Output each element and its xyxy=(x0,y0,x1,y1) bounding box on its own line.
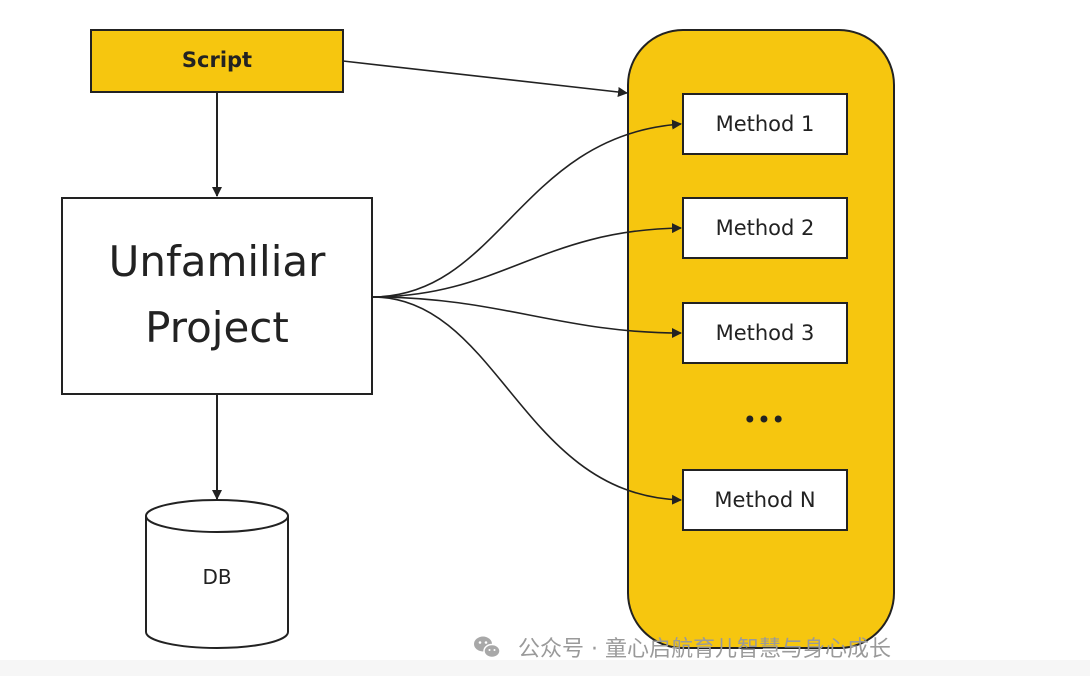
db-node: DB xyxy=(145,499,289,649)
project-node: Unfamiliar Project xyxy=(61,197,373,395)
method-node-1: Method 1 xyxy=(682,93,848,155)
watermark-text: 公众号 · 童心启航育儿智慧与身心成长 xyxy=(518,637,891,662)
methods-ellipsis: ••• xyxy=(743,406,785,434)
watermark: 公众号 · 童心启航育儿智慧与身心成长 xyxy=(474,636,891,662)
wechat-icon xyxy=(474,636,501,659)
project-label-line2: Project xyxy=(145,303,289,352)
arrow-project-to-method-2 xyxy=(371,223,682,298)
db-label: DB xyxy=(202,565,231,589)
arrow-project-to-method-1 xyxy=(371,119,682,298)
method-node-3: Method 3 xyxy=(682,302,848,364)
arrow-project-to-method-3 xyxy=(371,296,682,338)
method-node-2: Method 2 xyxy=(682,197,848,259)
arrow-project-to-method-n xyxy=(371,296,682,505)
method-label-1: Method 1 xyxy=(716,112,815,136)
method-label-3: Method 3 xyxy=(716,321,815,345)
bottom-strip xyxy=(0,660,1090,676)
project-label-line1: Unfamiliar xyxy=(109,237,327,286)
script-label: Script xyxy=(182,48,252,72)
arrow-script-to-methods xyxy=(342,60,628,97)
method-label-n: Method N xyxy=(714,488,815,512)
method-node-n: Method N xyxy=(682,469,848,531)
method-label-2: Method 2 xyxy=(716,216,815,240)
script-node: Script xyxy=(90,29,344,93)
